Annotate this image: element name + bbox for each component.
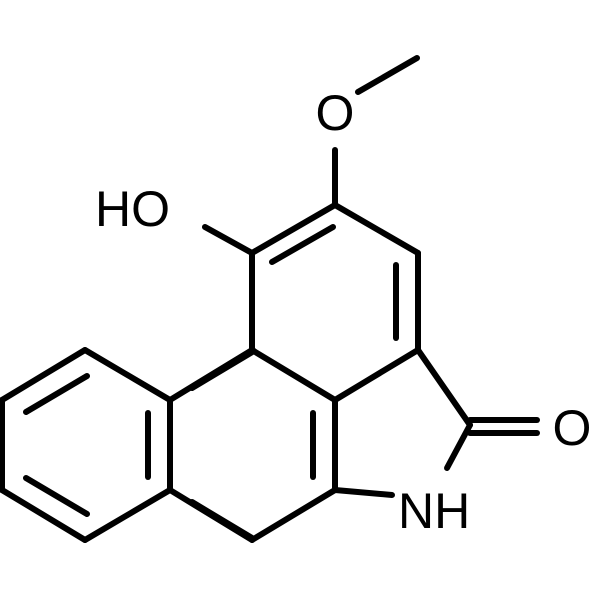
bond — [189, 348, 257, 391]
bond — [249, 487, 338, 543]
bond — [355, 55, 420, 95]
bond — [269, 224, 336, 265]
bond — [444, 422, 473, 471]
bond — [249, 347, 338, 403]
bond — [82, 487, 173, 543]
bond — [82, 347, 173, 403]
methoxy-oxygen-label: O — [316, 85, 355, 141]
bond — [249, 202, 338, 256]
bond — [0, 487, 88, 543]
bond — [332, 487, 395, 498]
bond — [202, 224, 255, 256]
bond — [23, 475, 90, 517]
atom-label-layer: O HO O NH — [95, 85, 591, 539]
bond-layer — [0, 55, 540, 543]
bond — [332, 202, 421, 256]
bond — [415, 347, 473, 428]
carbonyl-oxygen-label: O — [553, 400, 592, 456]
bond — [0, 347, 88, 403]
hydroxyl-label: HO — [95, 181, 170, 237]
amine-label: NH — [398, 483, 470, 539]
bond — [332, 347, 421, 403]
bond — [189, 499, 255, 541]
bond — [23, 373, 90, 415]
